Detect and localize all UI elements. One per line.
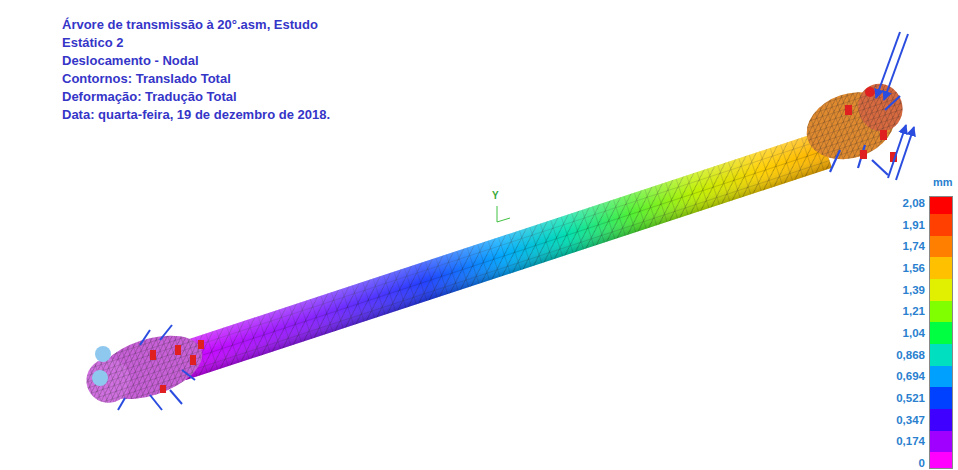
color-scale-swatch bbox=[930, 431, 952, 453]
color-scale-swatch bbox=[930, 236, 952, 258]
color-scale-swatch bbox=[930, 257, 952, 279]
study-note: Deformação: Tradução Total bbox=[62, 89, 237, 104]
color-scale-swatch bbox=[930, 197, 952, 214]
scale-value: 0,174 bbox=[896, 435, 925, 447]
scale-value: 1,56 bbox=[903, 262, 925, 274]
scale-value: 1,21 bbox=[903, 305, 925, 317]
color-scale-swatch bbox=[930, 409, 952, 431]
color-scale-swatch bbox=[930, 322, 952, 344]
color-scale-swatch bbox=[930, 214, 952, 236]
scale-value: 0,694 bbox=[896, 370, 925, 382]
color-scale-swatch bbox=[930, 279, 952, 301]
scale-value: 1,74 bbox=[903, 240, 925, 252]
scale-value: 0,521 bbox=[896, 392, 925, 404]
color-scale-swatch bbox=[930, 452, 952, 468]
study-note: Contornos: Translado Total bbox=[62, 71, 231, 86]
study-title: Árvore de transmissão à 20°.asm, Estudo bbox=[62, 17, 318, 32]
study-note: Deslocamento - Nodal bbox=[62, 53, 199, 68]
study-note: Estático 2 bbox=[62, 35, 123, 50]
scale-value: 0,868 bbox=[896, 349, 925, 361]
color-scale-swatch bbox=[930, 366, 952, 388]
axis-label: Y bbox=[492, 190, 499, 201]
color-scale-swatch bbox=[930, 344, 952, 366]
scale-value: 0 bbox=[919, 457, 925, 469]
scale-value: 2,08 bbox=[903, 197, 925, 209]
color-scale-swatch bbox=[930, 387, 952, 409]
color-scale-swatch bbox=[930, 301, 952, 323]
unit-label: mm bbox=[933, 176, 953, 188]
study-note: Data: quarta-feira, 19 de dezembro de 20… bbox=[62, 107, 330, 122]
scale-value: 1,39 bbox=[903, 284, 925, 296]
scale-value: 1,91 bbox=[903, 219, 925, 231]
scale-value: 0,347 bbox=[896, 414, 925, 426]
scale-value: 1,04 bbox=[903, 327, 925, 339]
